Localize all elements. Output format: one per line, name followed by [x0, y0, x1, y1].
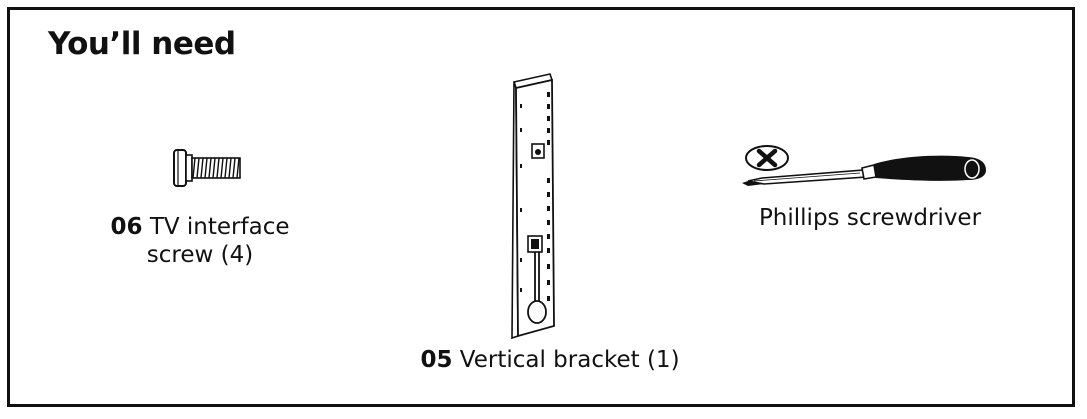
screwdriver-caption: Phillips screwdriver: [758, 205, 982, 231]
screw-name-line2: screw (4): [146, 242, 254, 268]
bracket-code: 05: [420, 347, 453, 373]
screw-caption: 06 TV interface screw (4): [102, 213, 298, 269]
bracket-name: Vertical bracket (1): [459, 347, 680, 373]
screw-code: 06: [110, 214, 143, 240]
page-title: You’ll need: [48, 26, 236, 62]
screw-name-line1: TV interface: [149, 214, 290, 240]
vertical-bracket-icon: [511, 73, 555, 340]
bracket-caption: 05 Vertical bracket (1): [400, 346, 700, 374]
phillips-screwdriver-icon: [742, 155, 986, 186]
parts-panel: You’ll need 06 TV interface screw (4): [7, 7, 1075, 407]
phillips-symbol-icon: [745, 145, 789, 171]
screw-icon: [173, 149, 241, 187]
